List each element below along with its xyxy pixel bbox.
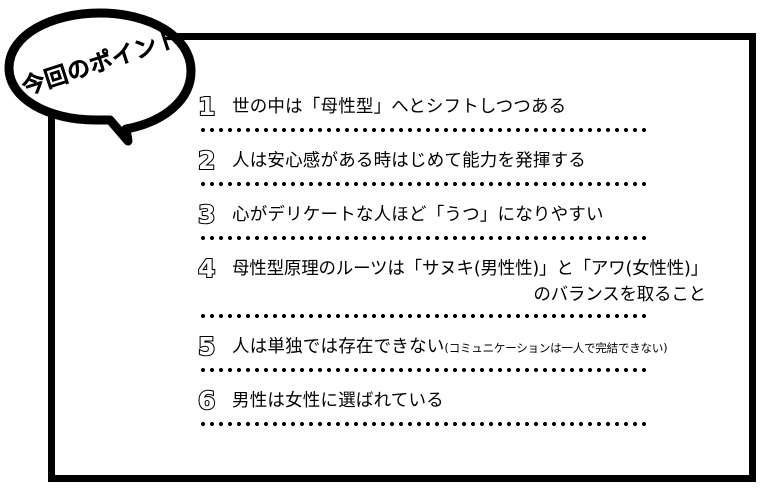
spacer bbox=[198, 243, 658, 254]
list-item-number: 3 bbox=[197, 199, 217, 230]
list-item-text: 人は単独では存在できない(コミュニケーションは一人で完結できない) bbox=[232, 334, 668, 361]
list-item: 3 心がデリケートな人ほど「うつ」になりやすい bbox=[197, 199, 658, 230]
list-item-number: 4 bbox=[197, 253, 217, 284]
list-item-text-line2: のバランスを取ること bbox=[533, 285, 706, 305]
dotted-separator bbox=[198, 365, 648, 375]
dotted-separator bbox=[198, 125, 648, 135]
list-item-body: 人は単独では存在できない(コミュニケーションは一人で完結できない) bbox=[232, 332, 668, 361]
list-item-text: 人は安心感がある時はじめて能力を発揮する bbox=[232, 151, 586, 171]
speech-bubble-icon bbox=[4, 8, 196, 146]
dotted-separator bbox=[198, 233, 648, 243]
speech-bubble: 今回のポイント bbox=[4, 8, 196, 146]
list-item: 4 母性型原理のルーツは「サヌキ(男性性)」と「アワ(女性性)」 のバランスを取… bbox=[197, 253, 708, 308]
spacer bbox=[198, 135, 658, 146]
dotted-separator bbox=[198, 419, 648, 429]
list-item-body: 心がデリケートな人ほど「うつ」になりやすい bbox=[232, 200, 658, 228]
list-item-number: 2 bbox=[197, 145, 217, 176]
list-item-body: 世の中は「母性型」へとシフトしつつある bbox=[232, 92, 658, 120]
list-item-text: 心がデリケートな人ほど「うつ」になりやすい bbox=[232, 205, 604, 225]
dotted-separator bbox=[198, 179, 648, 189]
spacer bbox=[198, 321, 658, 332]
list-item: 6 男性は女性に選ばれている bbox=[197, 385, 658, 416]
list-item: 5 人は単独では存在できない(コミュニケーションは一人で完結できない) bbox=[197, 331, 668, 362]
list-item-body: 男性は女性に選ばれている bbox=[232, 386, 658, 414]
list-item-body: 母性型原理のルーツは「サヌキ(男性性)」と「アワ(女性性)」 のバランスを取るこ… bbox=[232, 254, 708, 308]
spacer bbox=[198, 189, 658, 200]
dotted-separator bbox=[198, 311, 648, 321]
list-item-note: (コミュニケーションは一人で完結できない) bbox=[444, 341, 668, 355]
list-item-number: 5 bbox=[197, 331, 217, 362]
list-item-text: 男性は女性に選ばれている bbox=[232, 391, 444, 411]
list-item-number: 6 bbox=[197, 385, 217, 416]
list-item-body: 人は安心感がある時はじめて能力を発揮する bbox=[232, 146, 658, 174]
list-item: 2 人は安心感がある時はじめて能力を発揮する bbox=[197, 145, 658, 176]
list-item: 1 世の中は「母性型」へとシフトしつつある bbox=[197, 91, 658, 122]
list-item-main-text: 人は単独では存在できない bbox=[232, 337, 445, 357]
points-list: 1 世の中は「母性型」へとシフトしつつある 2 人は安心感がある時はじめて能力を… bbox=[197, 91, 708, 429]
list-item-number: 1 bbox=[197, 91, 217, 122]
spacer bbox=[198, 375, 658, 386]
list-item-text: 世の中は「母性型」へとシフトしつつある bbox=[232, 97, 567, 117]
list-item-text: 母性型原理のルーツは「サヌキ(男性性)」と「アワ(女性性)」 bbox=[232, 259, 708, 279]
